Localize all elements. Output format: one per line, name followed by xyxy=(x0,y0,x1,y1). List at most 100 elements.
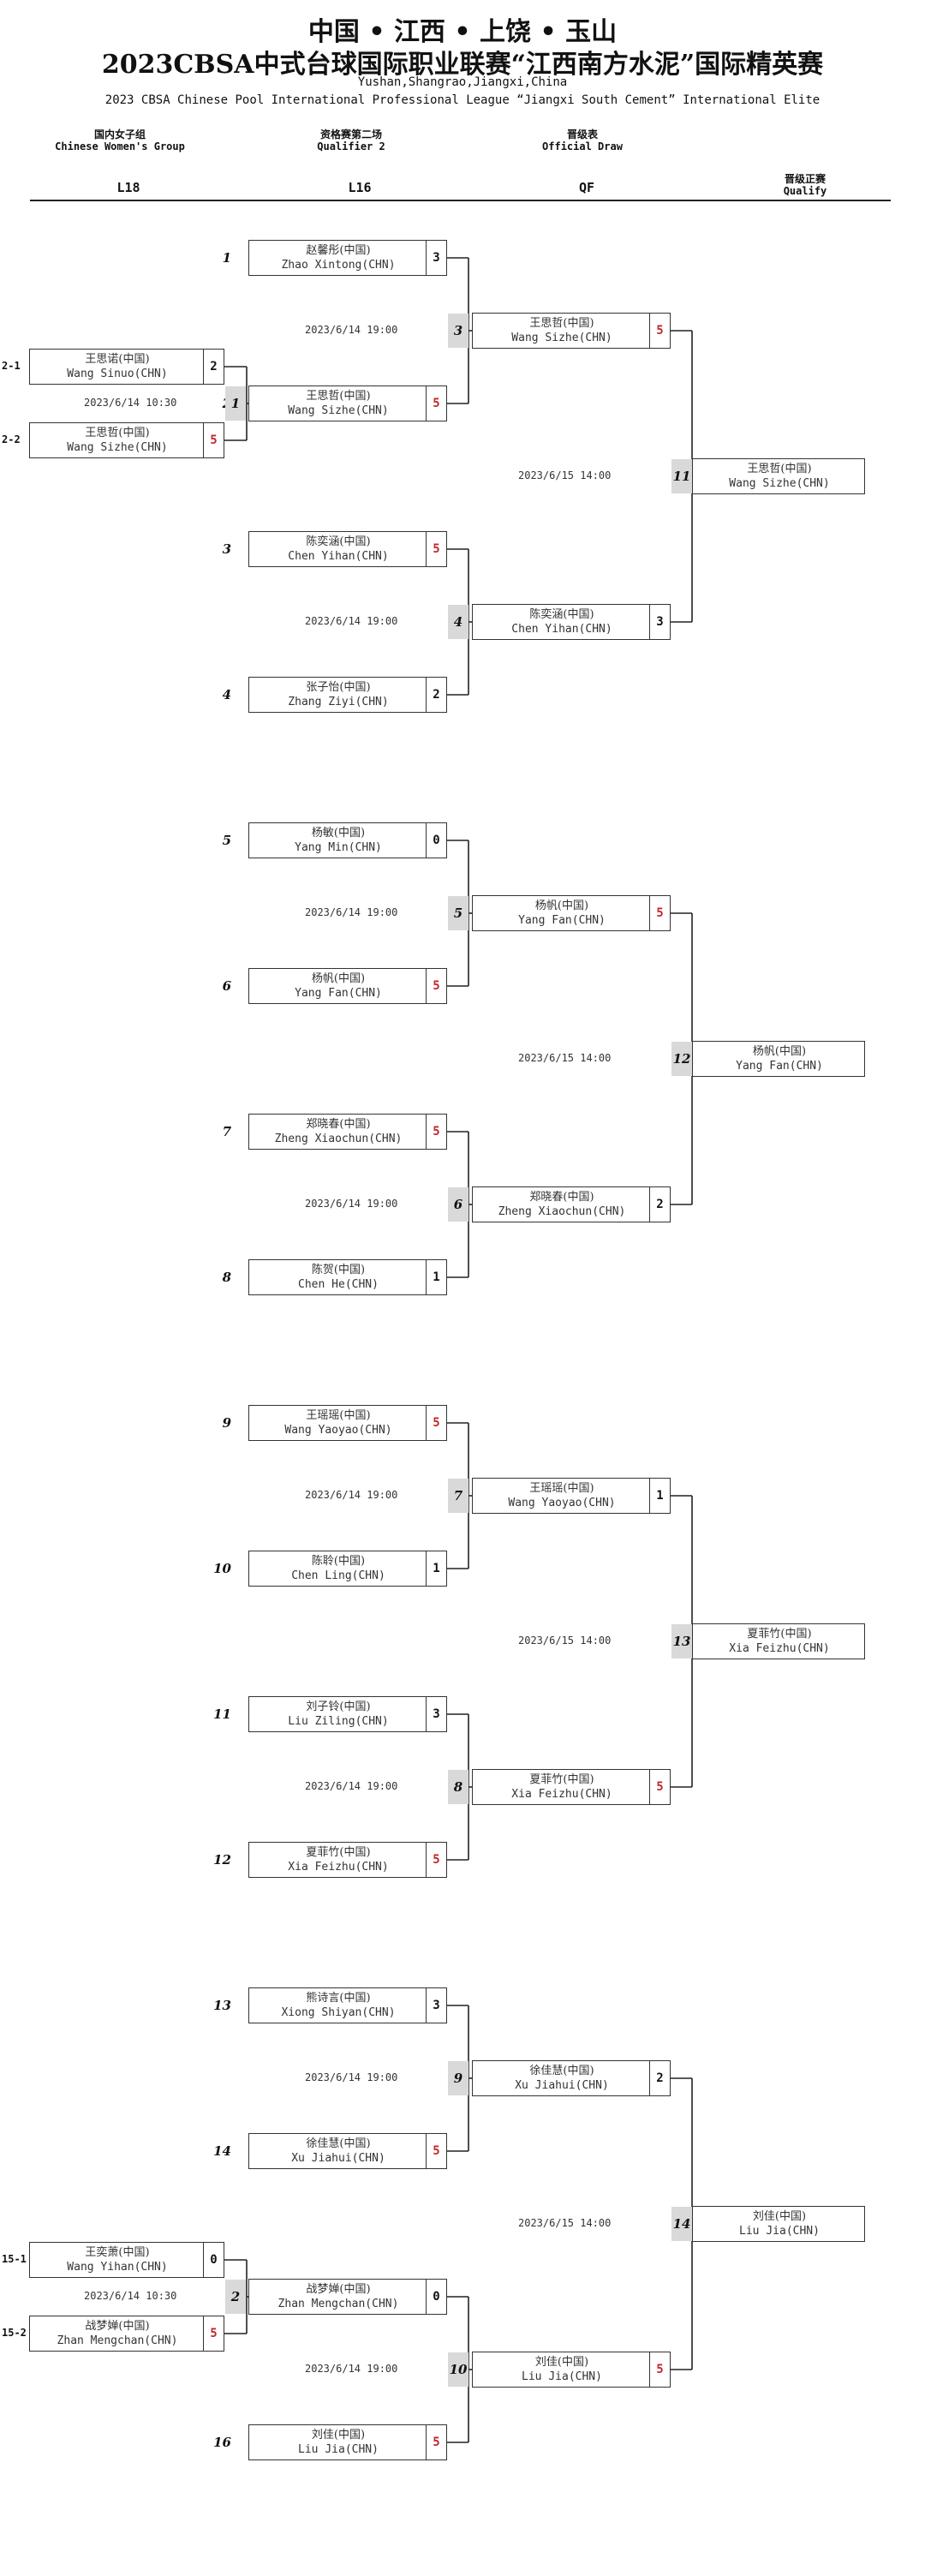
player-name: 郑晓春(中国)Zheng Xiaochun(CHN) xyxy=(473,1187,651,1222)
player-name-en: Liu Ziling(CHN) xyxy=(288,1715,389,1728)
header-divider xyxy=(30,200,891,201)
match-datetime: 2023/6/15 14:00 xyxy=(518,2217,612,2229)
l16-player-box: 徐佳慧(中国)Xu Jiahui(CHN)5 xyxy=(248,2133,447,2169)
match-number: 9 xyxy=(448,2061,468,2095)
player-name-zh: 王思哲(中国) xyxy=(85,427,150,439)
player-name-en: Wang Sizhe(CHN) xyxy=(288,404,389,417)
event-name-en: 2023 CBSA Chinese Pool International Pro… xyxy=(104,93,821,107)
player-name: 王奕萧(中国)Wang Yihan(CHN) xyxy=(30,2243,205,2277)
score-cell: 3 xyxy=(426,241,446,275)
score-cell: 5 xyxy=(649,2352,670,2387)
seed-number: 12 xyxy=(213,1852,231,1868)
l16-player-box: 杨敏(中国)Yang Min(CHN)0 xyxy=(248,822,447,858)
player-name: 熊诗言(中国)Xiong Shiyan(CHN) xyxy=(249,1988,427,2023)
qf-player-box: 徐佳慧(中国)Xu Jiahui(CHN)2 xyxy=(472,2060,671,2096)
player-name: 张子怡(中国)Zhang Ziyi(CHN) xyxy=(249,678,427,712)
seed-number: 3 xyxy=(222,541,231,557)
score-cell: 0 xyxy=(203,2243,224,2277)
match-datetime: 2023/6/15 14:00 xyxy=(518,1635,612,1647)
player-name-en: Zheng Xiaochun(CHN) xyxy=(498,1205,626,1218)
player-name-zh: 陈奕涵(中国) xyxy=(306,535,371,548)
round-label-qf: QF xyxy=(578,180,595,195)
player-name-en: Wang Yaoyao(CHN) xyxy=(508,1497,616,1509)
l16-player-box: 熊诗言(中国)Xiong Shiyan(CHN)3 xyxy=(248,1987,447,2023)
player-name: 刘子铃(中国)Liu Ziling(CHN) xyxy=(249,1697,427,1731)
player-name-en: Zhan Mengchan(CHN) xyxy=(278,2298,399,2310)
match-datetime: 2023/6/14 19:00 xyxy=(305,2363,398,2375)
score-cell: 3 xyxy=(649,605,670,639)
player-name-en: Xia Feizhu(CHN) xyxy=(511,1788,612,1801)
match-datetime: 2023/6/14 19:00 xyxy=(305,2071,398,2083)
l16-player-box: 赵馨彤(中国)Zhao Xintong(CHN)3 xyxy=(248,240,447,276)
title-line-2: 2023CBSA中式台球国际职业联赛“江西南方水泥”国际精英赛 xyxy=(101,50,824,80)
score-cell: 5 xyxy=(203,423,224,457)
player-name: 刘佳(中国)Liu Jia(CHN) xyxy=(473,2352,651,2387)
match-datetime: 2023/6/14 10:30 xyxy=(84,397,177,409)
l18-player-box: 王思诺(中国)Wang Sinuo(CHN)2 xyxy=(29,349,224,385)
seed-number: 9 xyxy=(222,1415,231,1431)
qf-player-box: 刘佳(中国)Liu Jia(CHN)5 xyxy=(472,2352,671,2388)
score-cell: 1 xyxy=(426,1551,446,1586)
score-cell: 5 xyxy=(203,2316,224,2351)
player-name-en: Zhang Ziyi(CHN) xyxy=(288,696,389,708)
player-name: 王思哲(中国)Wang Sizhe(CHN) xyxy=(30,423,205,457)
match-number: 5 xyxy=(448,896,468,930)
score-cell: 2 xyxy=(203,350,224,384)
player-name: 陈奕涵(中国)Chen Yihan(CHN) xyxy=(473,605,651,639)
player-name-zh: 夏菲竹(中国) xyxy=(529,1773,594,1786)
column-header-zh: 晋级正赛 xyxy=(784,173,826,185)
seed-number: 1 xyxy=(222,250,231,266)
player-name: 刘佳(中国)Liu Jia(CHN) xyxy=(249,2425,427,2459)
player-name: 夏菲竹(中国) Xia Feizhu(CHN) xyxy=(249,1843,427,1877)
score-cell: 5 xyxy=(426,1406,446,1440)
player-name: 王思哲(中国)Wang Sizhe(CHN) xyxy=(693,459,866,493)
seed-number: 4 xyxy=(222,687,231,702)
seed-number: 5 xyxy=(222,833,231,848)
l16-player-box: 郑晓春(中国)Zheng Xiaochun(CHN)5 xyxy=(248,1114,447,1150)
score-cell: 5 xyxy=(649,1770,670,1804)
column-header-en: Qualify xyxy=(783,185,827,197)
match-number: 8 xyxy=(448,1770,468,1804)
qf-player-box: 郑晓春(中国)Zheng Xiaochun(CHN)2 xyxy=(472,1186,671,1222)
player-name-en: Zheng Xiaochun(CHN) xyxy=(274,1133,403,1145)
player-name-zh: 杨敏(中国) xyxy=(311,827,366,840)
seed-number: 6 xyxy=(222,978,231,994)
player-name-zh: 战梦婵(中国) xyxy=(306,2283,371,2296)
round-label-l18: L18 xyxy=(116,180,140,195)
player-name: 王思哲(中国)Wang Sizhe(CHN) xyxy=(249,386,427,421)
qf-player-box: 王思哲(中国)Wang Sizhe(CHN)5 xyxy=(472,313,671,349)
score-cell: 5 xyxy=(426,1843,446,1877)
player-name-zh: 郑晓春(中国) xyxy=(529,1191,594,1204)
player-name-zh: 夏菲竹(中国) xyxy=(306,1846,371,1859)
player-name-en: Wang Sizhe(CHN) xyxy=(729,477,830,490)
player-name-en: Xia Feizhu(CHN) xyxy=(288,1861,389,1874)
player-name: 战梦婵(中国)Zhan Mengchan(CHN) xyxy=(30,2316,205,2351)
player-name-zh: 王瑶瑶(中国) xyxy=(306,1409,371,1422)
column-header-zh: 晋级表 xyxy=(566,129,598,140)
l16-player-box: 陈聆(中国)Chen Ling(CHN)1 xyxy=(248,1551,447,1587)
match-datetime: 2023/6/15 14:00 xyxy=(518,1052,612,1064)
score-cell: 5 xyxy=(426,1115,446,1149)
score-cell: 0 xyxy=(426,823,446,858)
seed-number: 10 xyxy=(213,1561,231,1576)
match-number: 7 xyxy=(448,1479,468,1513)
draw-slot-label: 15-1 xyxy=(2,2253,27,2265)
score-cell: 5 xyxy=(426,386,446,421)
player-name: 杨敏(中国)Yang Min(CHN) xyxy=(249,823,427,858)
score-cell: 5 xyxy=(649,314,670,348)
player-name-zh: 战梦婵(中国) xyxy=(85,2320,150,2333)
match-datetime: 2023/6/14 19:00 xyxy=(305,1198,398,1210)
match-datetime: 2023/6/14 19:00 xyxy=(305,615,398,627)
player-name: 王思诺(中国)Wang Sinuo(CHN) xyxy=(30,350,205,384)
player-name-en: Yang Min(CHN) xyxy=(295,841,382,854)
player-name: 王思哲(中国)Wang Sizhe(CHN) xyxy=(473,314,651,348)
player-name-en: Xu Jiahui(CHN) xyxy=(291,2152,385,2165)
score-cell: 0 xyxy=(426,2280,446,2314)
match-number: 4 xyxy=(448,605,468,639)
l16-player-box: 王思哲(中国)Wang Sizhe(CHN)5 xyxy=(248,386,447,421)
l18-player-box: 王奕萧(中国)Wang Yihan(CHN)0 xyxy=(29,2242,224,2278)
score-cell: 5 xyxy=(649,896,670,930)
player-name: 陈贺(中国)Chen He(CHN) xyxy=(249,1260,427,1294)
player-name-en: Yang Fan(CHN) xyxy=(736,1060,823,1073)
